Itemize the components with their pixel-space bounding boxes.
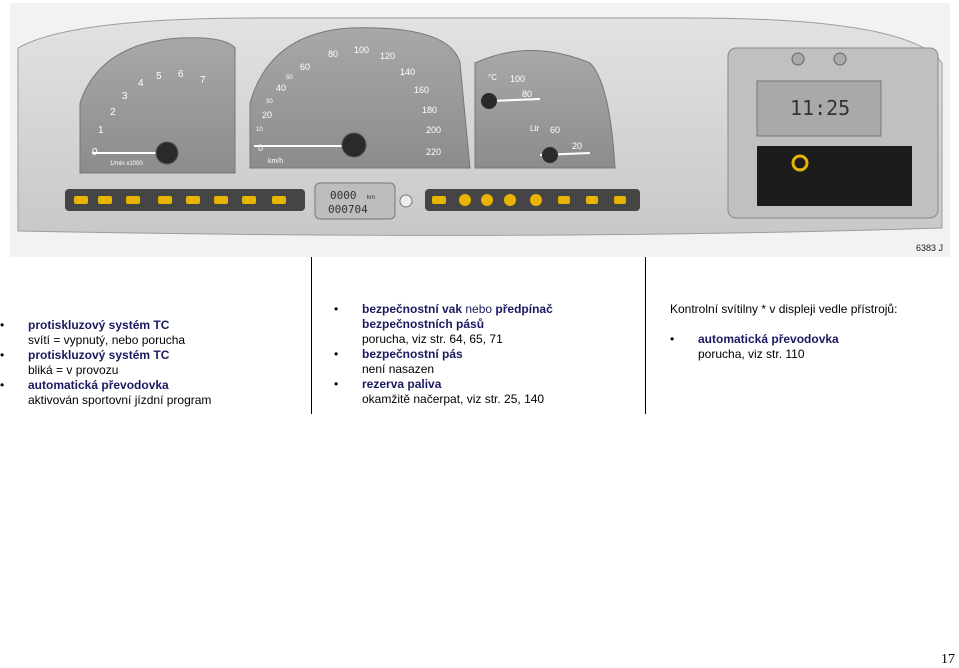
transmission-warning-lamp [791,154,809,172]
tacho-tick: 3 [122,91,128,102]
column-1: protiskluzový systém TC svítí = vypnutý,… [0,318,305,408]
column-3: Kontrolní svítilny * v displeji vedle př… [670,302,955,362]
speedo-tick: 160 [414,85,429,95]
item-title: automatická převodovka [698,332,839,346]
speedo-tick: 140 [400,67,415,77]
speedo-unit: km/h [268,158,283,165]
tacho-tick: 4 [138,78,144,89]
warning-lamp-list: automatická převodovka porucha, viz str.… [670,332,955,362]
item-connector: nebo [462,302,496,316]
tacho-tick: 6 [178,69,184,80]
column-2: bezpečnostní vak nebo předpínač bezpečno… [334,302,634,407]
item-title: protiskluzový systém TC [28,318,170,332]
item-title: protiskluzový systém TC [28,348,170,362]
odometer: 0000 km 000704 [314,182,396,220]
speedo-tick-small: 30 [266,99,273,105]
item-description: svítí = vypnutý, nebo porucha [28,333,186,347]
list-item: bezpečnostní vak nebo předpínač bezpečno… [334,302,634,347]
speedo-tick: 60 [300,62,310,72]
speedo-tick: 180 [422,105,437,115]
tacho-unit: 1/min x1000 [110,161,143,167]
trip-odometer: 0000 [330,189,357,202]
speedo-tick: 0 [258,143,263,153]
tacho-tick: 5 [156,71,162,82]
item-title: bezpečnostní vak [362,302,463,316]
trip-unit: km [367,195,375,201]
warning-lamp-list: bezpečnostní vak nebo předpínač bezpečno… [334,302,634,407]
list-item: protiskluzový systém TC svítí = vypnutý,… [0,318,305,348]
speedo-tick: 40 [276,83,286,93]
item-description: okamžitě načerpat, viz str. 25, 140 [362,392,545,406]
item-title: rezerva paliva [362,377,442,391]
column-divider [645,257,646,414]
fuel-tick: 20 [572,141,582,151]
item-title: bezpečnostní pás [362,347,463,361]
tacho-tick: 7 [200,75,206,86]
list-item: bezpečnostní pás není nasazen [334,347,634,377]
fuel-tick: 60 [550,125,560,135]
temperature-fuel-gauge: °C 100 80 Ltr 60 20 [474,50,616,169]
item-description: není nasazen [362,362,435,376]
column-intro: Kontrolní svítilny * v displeji vedle př… [670,302,898,316]
list-item: automatická převodovka porucha, viz str.… [670,332,955,362]
tacho-tick: 2 [110,107,116,118]
temp-tick: 80 [522,89,532,99]
item-title: předpínač bezpečnostních pásů [362,302,553,331]
item-description: porucha, viz str. 110 [698,347,805,361]
speedo-tick-small: 50 [286,75,293,81]
item-description: bliká = v provozu [28,363,119,377]
speedo-tick: 100 [354,45,369,55]
temp-unit: °C [488,73,497,82]
speedo-tick: 220 [426,147,441,157]
temp-tick: 100 [510,74,525,84]
tachometer: 0 1 2 3 4 5 6 7 1/min x1000 [79,37,236,174]
instrument-cluster-figure: 0 1 2 3 4 5 6 7 1/min x1000 0 20 40 60 8… [10,3,950,257]
speedometer: 0 20 40 60 80 100 120 140 160 180 200 22… [249,27,471,169]
speedo-tick-small: 10 [256,127,263,133]
right-display-panel: 11:25 [727,47,939,219]
list-item: automatická převodovka aktivován sportov… [0,378,305,408]
speedo-tick: 200 [426,125,441,135]
total-odometer: 000704 [328,203,368,216]
tacho-tick: 1 [98,125,104,136]
clock-display: 11:25 [790,96,850,120]
item-description: aktivován sportovní jízdní program [28,393,212,407]
list-item: rezerva paliva okamžitě načerpat, viz st… [334,377,634,407]
warning-lamp-strip [65,189,640,211]
speedo-tick: 20 [262,110,272,120]
column-divider [311,257,312,414]
fuel-unit: Ltr [530,124,540,133]
figure-code: 6383 J [915,243,943,253]
item-title: automatická převodovka [28,378,169,392]
speedo-tick: 120 [380,51,395,61]
warning-lamp-list: protiskluzový systém TC svítí = vypnutý,… [0,318,305,408]
speedo-tick: 80 [328,49,338,59]
page-number: 17 [941,652,955,667]
list-item: protiskluzový systém TC bliká = v provoz… [0,348,305,378]
item-description: porucha, viz str. 64, 65, 71 [362,332,503,346]
